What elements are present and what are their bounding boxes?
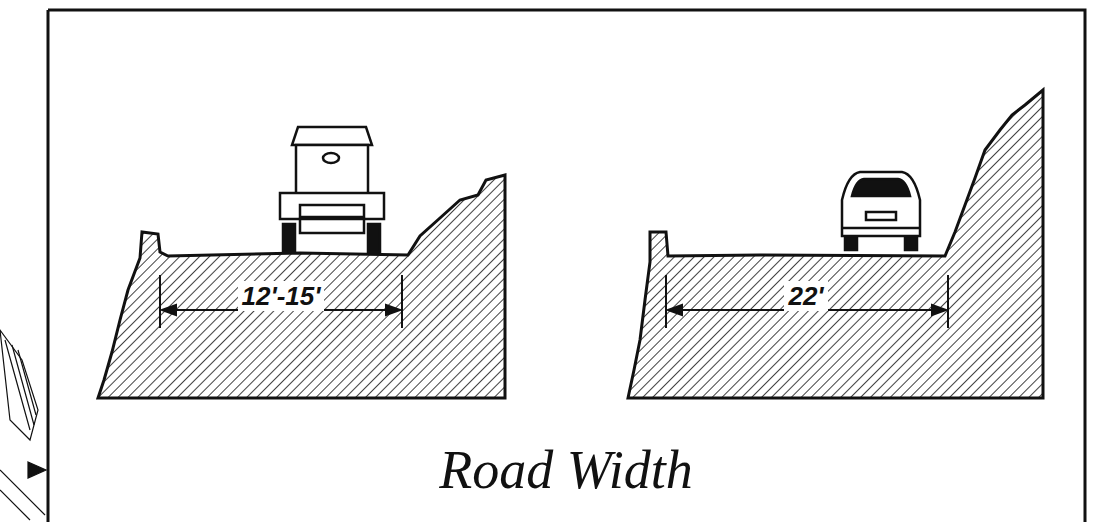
dimension-line: [666, 275, 948, 328]
dimension-line: [160, 275, 402, 328]
road-section: [98, 175, 505, 398]
dimension-label: 12'-15': [238, 281, 325, 311]
title: Road Width: [439, 440, 693, 500]
modern-car: [842, 172, 920, 250]
road-section: [628, 90, 1043, 398]
frame: [48, 10, 1085, 522]
old-car: [280, 127, 384, 252]
margin-sketch: [0, 330, 46, 520]
dimension-label: 22': [784, 281, 827, 311]
